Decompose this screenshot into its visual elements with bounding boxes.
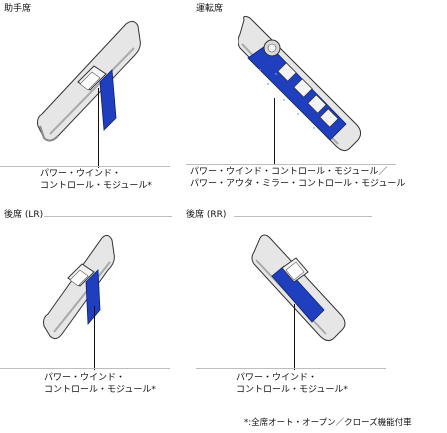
section-title-rear-right: 後席 (RR) (186, 210, 227, 220)
power-window-module-highlight (85, 269, 101, 326)
armrest-panel (43, 234, 115, 340)
window-switch-4 (319, 108, 339, 128)
caption-line-2: パワー・アウタ・ミラー・コントロール・モジュール (190, 179, 406, 189)
caption-line-2: コントロール・モジュール* (44, 385, 156, 395)
section-title-driver: 運転席 (196, 4, 224, 14)
driver-switch-diagram (238, 15, 362, 152)
divider-rear-left-caption (0, 368, 170, 369)
caption-line-2: コントロール・モジュール* (40, 181, 152, 191)
caption-line-2: コントロール・モジュール* (236, 385, 348, 395)
caption-line-1: パワー・ウインド・ (40, 169, 122, 179)
caption-line-1: パワー・ウインド・コントロール・モジュール／ (190, 167, 388, 177)
window-switch-2 (293, 78, 313, 98)
caption-line-1: パワー・ウインド・ (44, 373, 126, 383)
leader-line-front-passenger (98, 88, 99, 168)
rear-left-switch-diagram (43, 234, 115, 340)
divider-rear-left (44, 216, 172, 217)
caption-front-passenger: パワー・ウインド・ コントロール・モジュール* (40, 168, 152, 192)
front-passenger-switch-diagram (37, 20, 141, 142)
footnote: *:全席オート・オープン／クローズ機能付車 (244, 418, 412, 428)
power-window-module-highlight (271, 265, 325, 323)
caption-rear-right: パワー・ウインド・ コントロール・モジュール* (236, 372, 348, 396)
caption-line-1: パワー・ウインド・ (236, 373, 318, 383)
divider-front-passenger (0, 166, 170, 167)
section-title-front-passenger: 助手席 (4, 4, 32, 14)
caption-driver: パワー・ウインド・コントロール・モジュール／ パワー・アウタ・ミラー・コントロー… (190, 166, 405, 190)
caption-rear-left: パワー・ウインド・ コントロール・モジュール* (44, 372, 156, 396)
leader-line-driver (274, 98, 275, 164)
rear-right-switch-diagram (251, 234, 346, 342)
divider-rear-right-caption (196, 368, 386, 369)
window-switch-1 (277, 62, 297, 82)
divider-rear-right (234, 216, 372, 217)
leader-line-rear-left (94, 306, 95, 370)
divider-driver (186, 164, 396, 165)
window-switch-3 (307, 94, 327, 114)
section-title-rear-left: 後席 (LR) (4, 210, 44, 220)
leader-line-rear-right (294, 304, 295, 370)
power-window-module-highlight (99, 69, 117, 131)
